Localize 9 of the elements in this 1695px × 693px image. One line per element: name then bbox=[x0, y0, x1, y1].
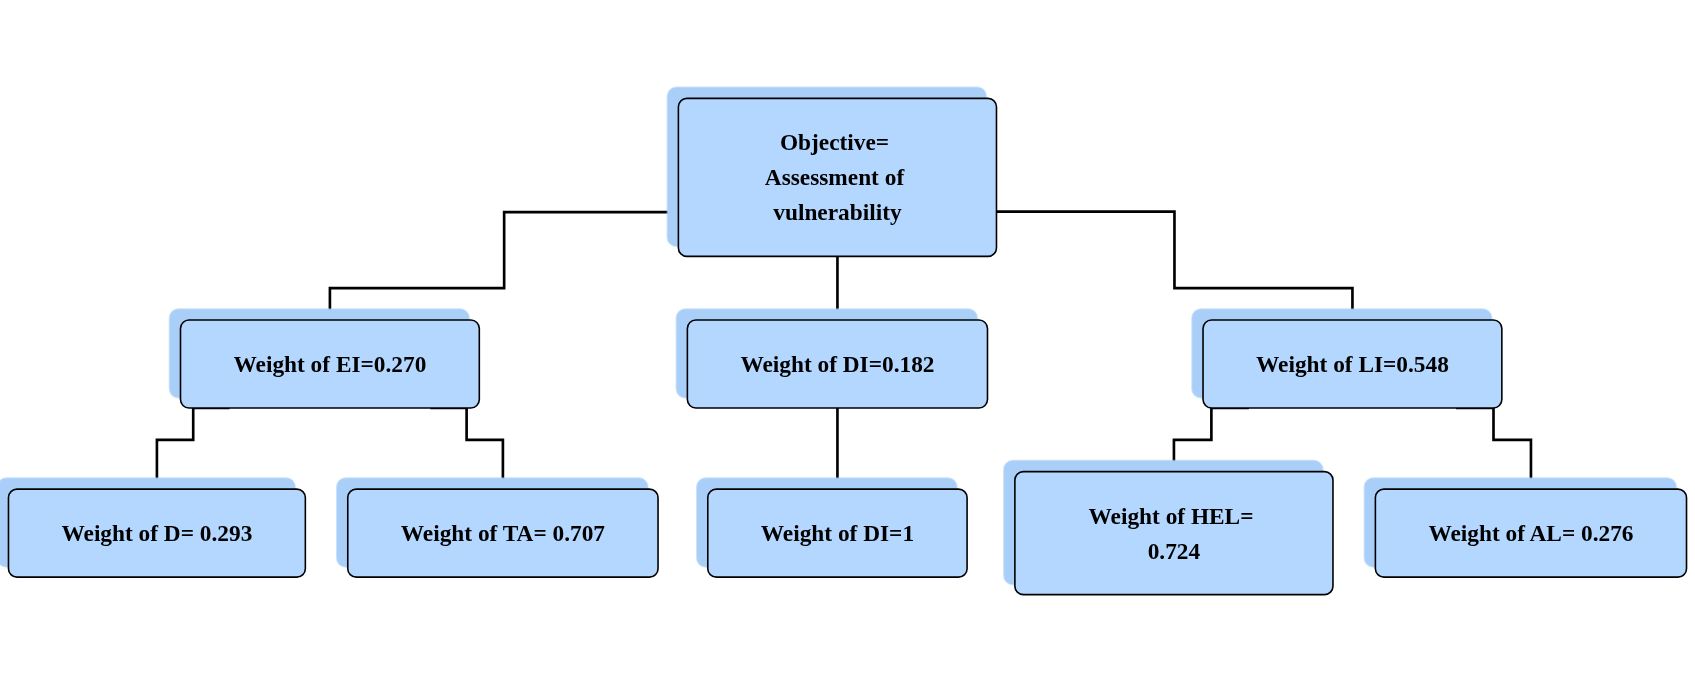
node-box: Weight of HEL= 0.724 bbox=[1014, 470, 1334, 596]
node-box: Weight of DI=1 bbox=[707, 488, 968, 578]
node-box: Weight of AL= 0.276 bbox=[1374, 488, 1688, 578]
node-box: Objective= Assessment of vulnerability bbox=[677, 97, 998, 258]
node-box: Weight of D= 0.293 bbox=[7, 488, 307, 578]
node-box: Weight of EI=0.270 bbox=[179, 319, 481, 409]
node-box: Weight of LI=0.548 bbox=[1202, 319, 1503, 409]
node-box: Weight of TA= 0.707 bbox=[346, 488, 659, 578]
node-box: Weight of DI=0.182 bbox=[686, 319, 989, 409]
